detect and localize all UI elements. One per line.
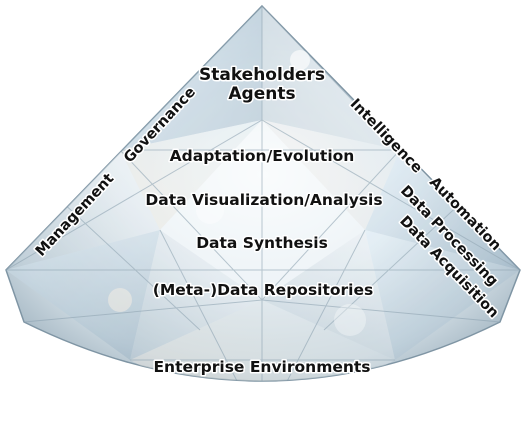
layer-meta-data-repositories: (Meta-)Data Repositories (153, 281, 373, 299)
layer-data-visualization-analysis: Data Visualization/Analysis (145, 191, 382, 209)
layer-stakeholders: Stakeholders (199, 65, 325, 85)
layer-adaptation-evolution: Adaptation/Evolution (170, 147, 355, 165)
layer-enterprise-environments: Enterprise Environments (153, 358, 370, 376)
layer-agents: Agents (228, 84, 295, 104)
layer-data-synthesis: Data Synthesis (196, 234, 328, 252)
layer-stack: Stakeholders Agents Adaptation/Evolution… (144, 64, 384, 378)
diamond-gem (5, 4, 521, 382)
